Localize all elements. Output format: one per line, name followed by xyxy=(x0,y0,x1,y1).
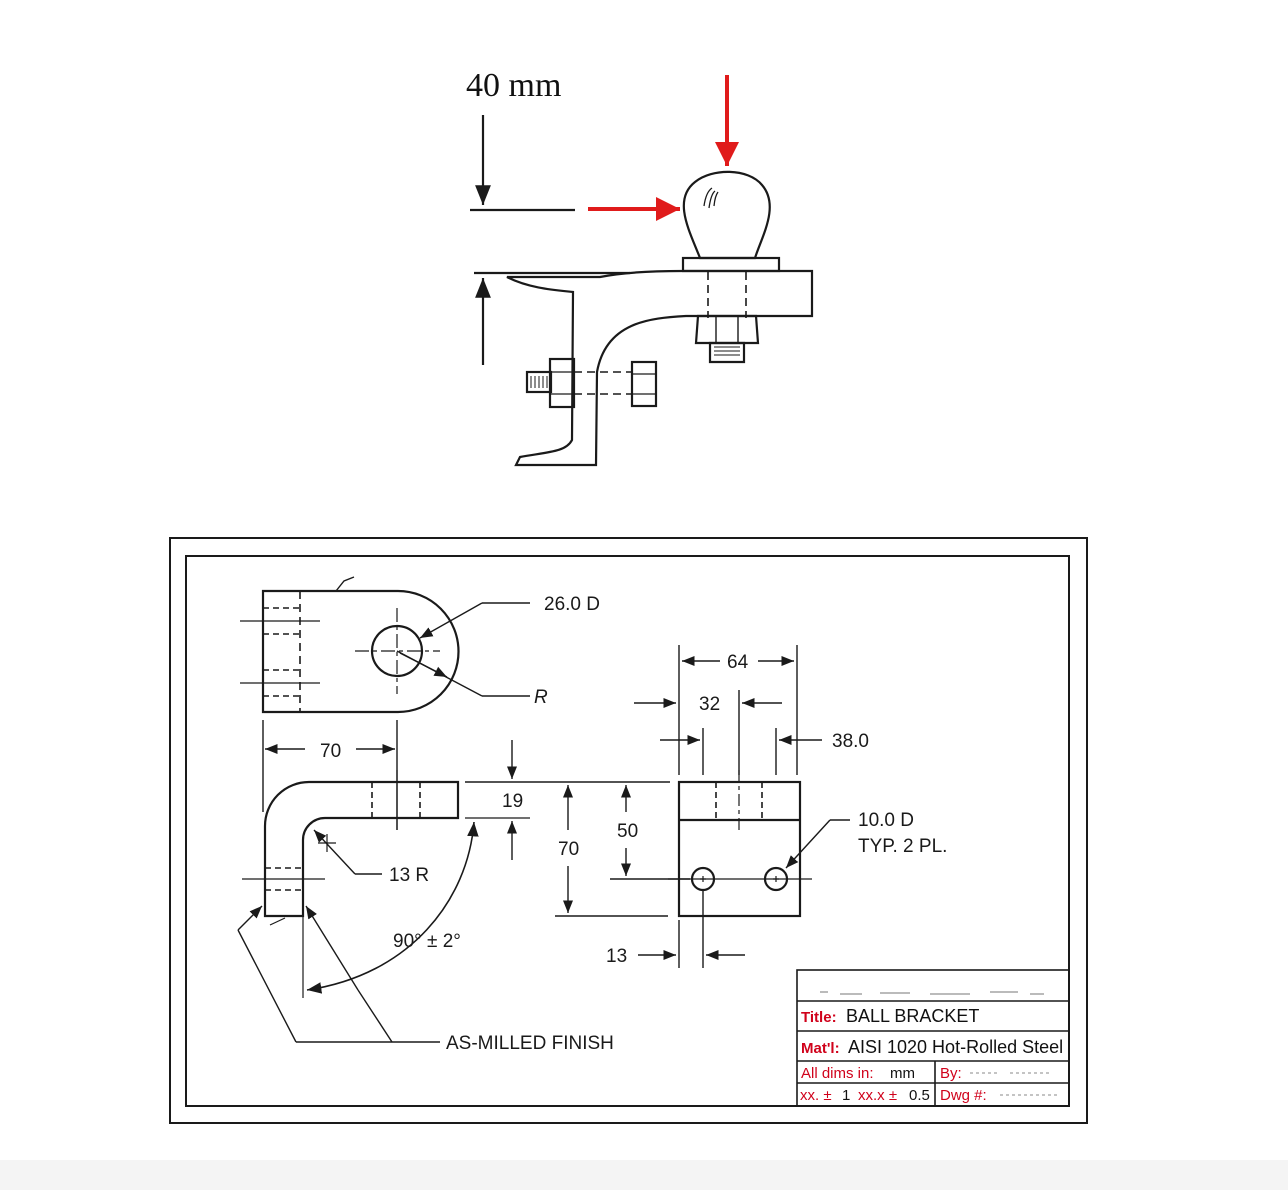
tol1-key: xx. ± xyxy=(800,1087,832,1104)
ball-highlight xyxy=(703,187,719,209)
bolt-nut-left xyxy=(548,357,576,409)
height-label: 40 mm xyxy=(466,67,561,104)
tol1-value: 1 xyxy=(842,1087,850,1104)
dwg-key: Dwg #: xyxy=(940,1087,987,1104)
dim-38 xyxy=(660,728,822,775)
angle-label: 90° ± 2° xyxy=(393,931,461,952)
front-view xyxy=(237,770,530,1043)
dim-32 xyxy=(634,690,782,775)
ball-bracket-drawing: 40 mm xyxy=(169,67,1088,1124)
dim-19 xyxy=(465,740,670,860)
page-footer-strip xyxy=(0,1160,1288,1190)
mounting-bracket xyxy=(506,269,814,467)
dim-70-top-label: 70 xyxy=(320,741,341,762)
dims-value: mm xyxy=(890,1065,915,1082)
sheet-inner-border xyxy=(185,555,1070,1107)
finish-note-label: AS-MILLED FINISH xyxy=(446,1033,614,1054)
ball-collar xyxy=(681,256,781,273)
dims-key: All dims in: xyxy=(801,1065,874,1082)
tol2-key: xx.x ± xyxy=(858,1087,897,1104)
dim-64 xyxy=(678,645,798,775)
angle-arc xyxy=(306,821,479,994)
small-hole-label: 10.0 D xyxy=(858,810,914,831)
plate-outline xyxy=(261,589,460,714)
dim-70-side-label: 70 xyxy=(558,839,579,860)
ball-nut xyxy=(694,314,760,345)
material-value: AISI 1020 Hot-Rolled Steel xyxy=(848,1037,1063,1057)
hitch-ball xyxy=(682,170,771,260)
dim-19-label: 19 xyxy=(502,791,523,812)
hitch-illustration: 40 mm xyxy=(466,67,814,467)
dim-32-label: 32 xyxy=(699,694,720,715)
sheet-outer-border xyxy=(169,537,1088,1124)
dim-38-label: 38.0 xyxy=(832,731,869,752)
radius-label: R xyxy=(534,687,548,708)
side-view xyxy=(668,770,850,918)
dim-64-label: 64 xyxy=(727,652,749,673)
small-hole-note: TYP. 2 PL. xyxy=(858,836,947,857)
hole-diameter-label: 26.0 D xyxy=(544,594,600,615)
tol2-value: 0.5 xyxy=(909,1087,930,1104)
top-view xyxy=(240,576,530,714)
title-key: Title: xyxy=(801,1009,837,1026)
dim-70-horizontal xyxy=(262,720,398,830)
dim-50-label: 50 xyxy=(617,821,638,842)
bend-radius-label: 13 R xyxy=(389,865,429,886)
bolt-head-right xyxy=(630,360,658,408)
bent-bracket-outline xyxy=(263,780,460,918)
by-key: By: xyxy=(940,1065,962,1082)
material-key: Mat'l: xyxy=(801,1040,840,1057)
dim-13 xyxy=(638,890,745,968)
title-block xyxy=(796,969,1070,1107)
dim-70-vertical xyxy=(555,785,668,917)
dim-13-label: 13 xyxy=(606,946,627,967)
title-value: BALL BRACKET xyxy=(846,1006,979,1026)
stud-end xyxy=(708,341,746,364)
